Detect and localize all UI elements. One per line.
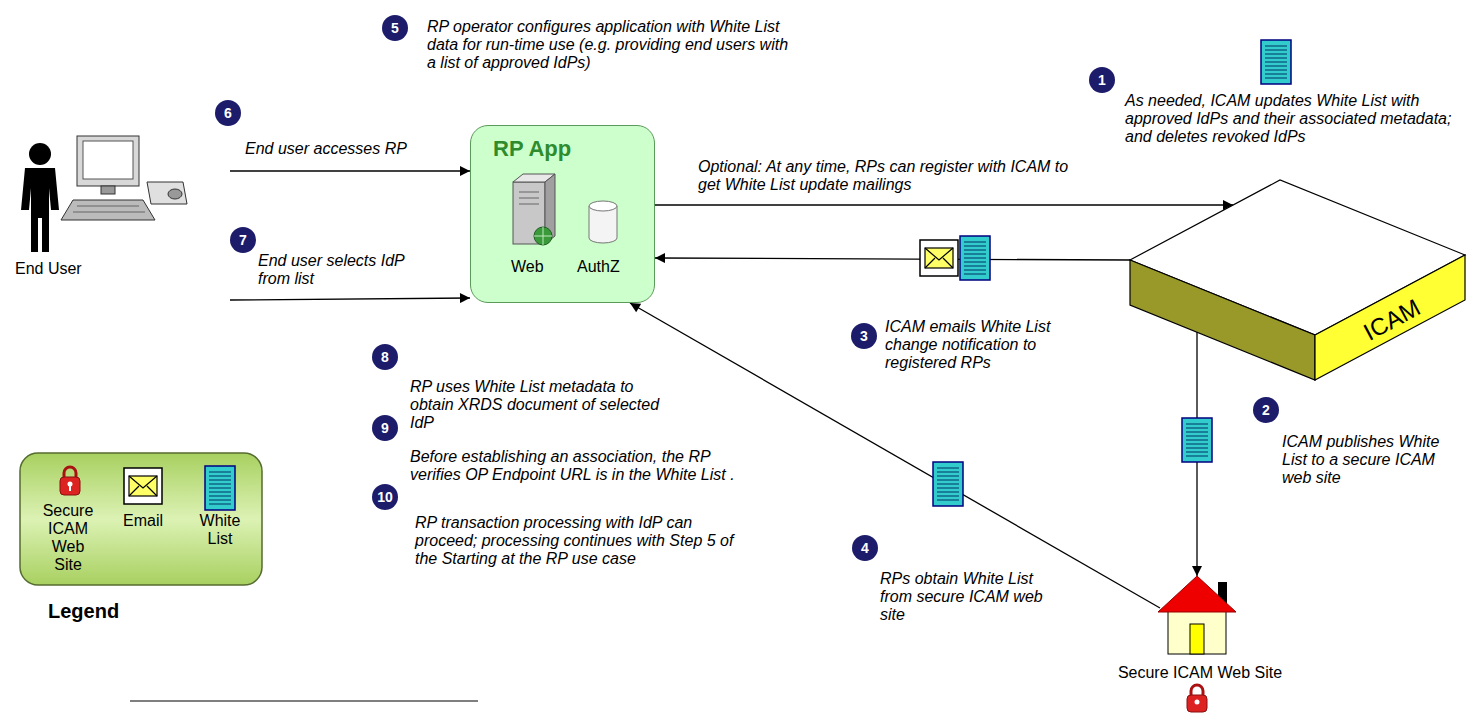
actor-node: End User	[15, 130, 230, 310]
edge-label: ICAM publishes White List to a secure IC…	[1282, 433, 1468, 487]
node-text: Web	[511, 258, 544, 276]
node-illustration	[1130, 170, 1476, 385]
web-site-node: Secure ICAM Web Site	[1100, 572, 1308, 717]
callout-number: 1	[1089, 67, 1115, 93]
edge-label: RPs obtain White List from secure ICAM w…	[880, 570, 1065, 624]
white-list-icon	[1261, 40, 1291, 84]
node-illustration	[1100, 572, 1308, 717]
callout-number: 7	[230, 227, 256, 253]
callout-number: 4	[852, 535, 878, 561]
callout-number: 5	[382, 15, 408, 41]
node-illustration	[15, 130, 230, 310]
user-figure	[21, 143, 59, 252]
node-text: AuthZ	[577, 258, 620, 276]
step-note: RP operator configures application with …	[427, 18, 792, 72]
white-list-icon	[960, 236, 990, 280]
lock-icon	[1187, 685, 1207, 712]
arrow-connector	[655, 258, 1130, 260]
arrow-connector	[655, 204, 1233, 205]
footnote-rule	[130, 700, 478, 701]
callout-number: 3	[851, 323, 877, 349]
arrow-connector	[230, 170, 470, 171]
step-note: As needed, ICAM updates White List with …	[1125, 92, 1470, 146]
white-list-icon	[1182, 418, 1212, 462]
legend-entry: Email	[113, 512, 173, 530]
application-box: RP AppWeb AuthZ	[470, 125, 655, 303]
edge-label: End user accesses RP	[245, 140, 465, 158]
node-text: End User	[15, 260, 82, 278]
legend-entry: White List	[190, 512, 250, 548]
step-note: RP transaction processing with IdP can p…	[415, 514, 750, 568]
step-note: RP uses White List metadata to obtain XR…	[410, 378, 660, 432]
arrow-connector	[230, 298, 470, 300]
computer-figure	[61, 136, 187, 220]
edge-label: ICAM emails White List change notificati…	[885, 318, 1100, 372]
legend-box	[20, 453, 262, 585]
icam-block-shape	[1130, 180, 1465, 380]
node-text: Secure ICAM Web Site	[1100, 664, 1300, 682]
node-text: RP App	[493, 136, 571, 162]
callout-number: 6	[215, 100, 241, 126]
callout-number: 2	[1253, 397, 1279, 423]
email-icon	[920, 240, 958, 276]
server-icon	[513, 174, 555, 245]
white-list-icon	[205, 466, 235, 510]
database-icon	[589, 201, 617, 243]
icam-block: ICAM	[1130, 170, 1476, 385]
callout-number: 10	[372, 484, 398, 510]
edge-label: Optional: At any time, RPs can register …	[698, 158, 1078, 194]
legend-title: Legend	[48, 600, 119, 622]
callout-number: 9	[372, 415, 398, 441]
legend-entry: Secure ICAM Web Site	[38, 502, 98, 574]
email-icon	[124, 468, 162, 504]
lock-icon	[60, 467, 80, 495]
white-list-icon	[933, 462, 963, 506]
callout-number: 8	[372, 344, 398, 370]
house-icon	[1158, 576, 1236, 654]
edge-label: End user selects IdP from list	[258, 252, 433, 288]
step-note: Before establishing an association, the …	[410, 448, 755, 484]
